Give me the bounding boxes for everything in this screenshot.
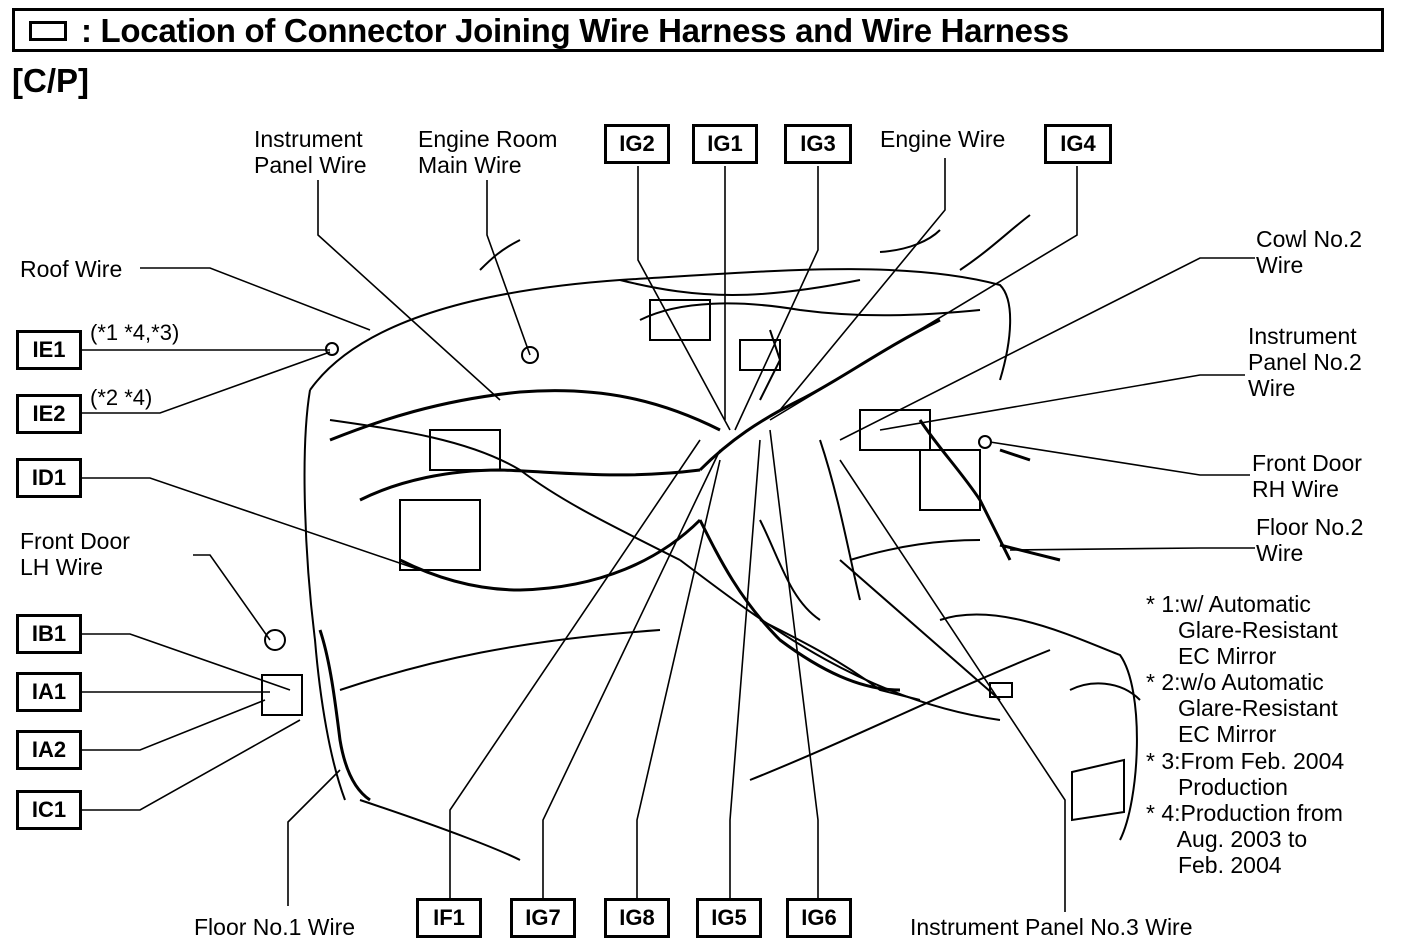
- title-box: : Location of Connector Joining Wire Har…: [12, 8, 1384, 52]
- connector-IA2: IA2: [16, 730, 82, 770]
- footnote-1: * 1:w/ Automatic Glare-Resistant EC Mirr…: [1146, 591, 1338, 669]
- connector-IG2: IG2: [604, 124, 670, 164]
- footnote-4: * 4:Production from Aug. 2003 to Feb. 20…: [1146, 800, 1343, 878]
- footnote-3: * 3:From Feb. 2004 Production: [1146, 748, 1345, 800]
- connector-IF1: IF1: [416, 898, 482, 938]
- page-subtitle: [C/P]: [12, 62, 89, 99]
- connector-note-IE1: (*1 *4,*3): [90, 320, 180, 345]
- label-cowl-no2-wire: Cowl No.2 Wire: [1256, 226, 1363, 278]
- label-floor-no1-wire: Floor No.1 Wire: [194, 914, 356, 940]
- connector-IE1: IE1: [16, 330, 82, 370]
- label-floor-no2-wire: Floor No.2 Wire: [1256, 514, 1364, 566]
- connector-IB1: IB1: [16, 614, 82, 654]
- connector-note-IE2: (*2 *4): [90, 385, 153, 410]
- label-instrument-panel-no2-wire: Instrument Panel No.2 Wire: [1248, 323, 1362, 401]
- label-engine-wire: Engine Wire: [880, 126, 1006, 152]
- label-front-door-lh-wire: Front Door LH Wire: [20, 528, 130, 580]
- connector-IG6: IG6: [786, 898, 852, 938]
- connector-IG1: IG1: [692, 124, 758, 164]
- connector-IG7: IG7: [510, 898, 576, 938]
- label-engine-room-main-wire: Engine Room Main Wire: [418, 126, 558, 178]
- connector-IG4: IG4: [1044, 124, 1112, 164]
- connector-IG3: IG3: [784, 124, 852, 164]
- page-title: : Location of Connector Joining Wire Har…: [81, 12, 1069, 49]
- footnote-2: * 2:w/o Automatic Glare-Resistant EC Mir…: [1146, 669, 1338, 747]
- label-front-door-rh-wire: Front Door RH Wire: [1252, 450, 1362, 502]
- label-instrument-panel-wire: Instrument Panel Wire: [254, 126, 367, 178]
- connector-IG5: IG5: [696, 898, 762, 938]
- connector-symbol-icon: [29, 21, 67, 41]
- connector-IG8: IG8: [604, 898, 670, 938]
- connector-IE2: IE2: [16, 394, 82, 434]
- label-instrument-panel-no3-wire: Instrument Panel No.3 Wire: [910, 914, 1193, 940]
- connector-ID1: ID1: [16, 458, 82, 498]
- label-roof-wire: Roof Wire: [20, 256, 123, 282]
- connector-IC1: IC1: [16, 790, 82, 830]
- connector-IA1: IA1: [16, 672, 82, 712]
